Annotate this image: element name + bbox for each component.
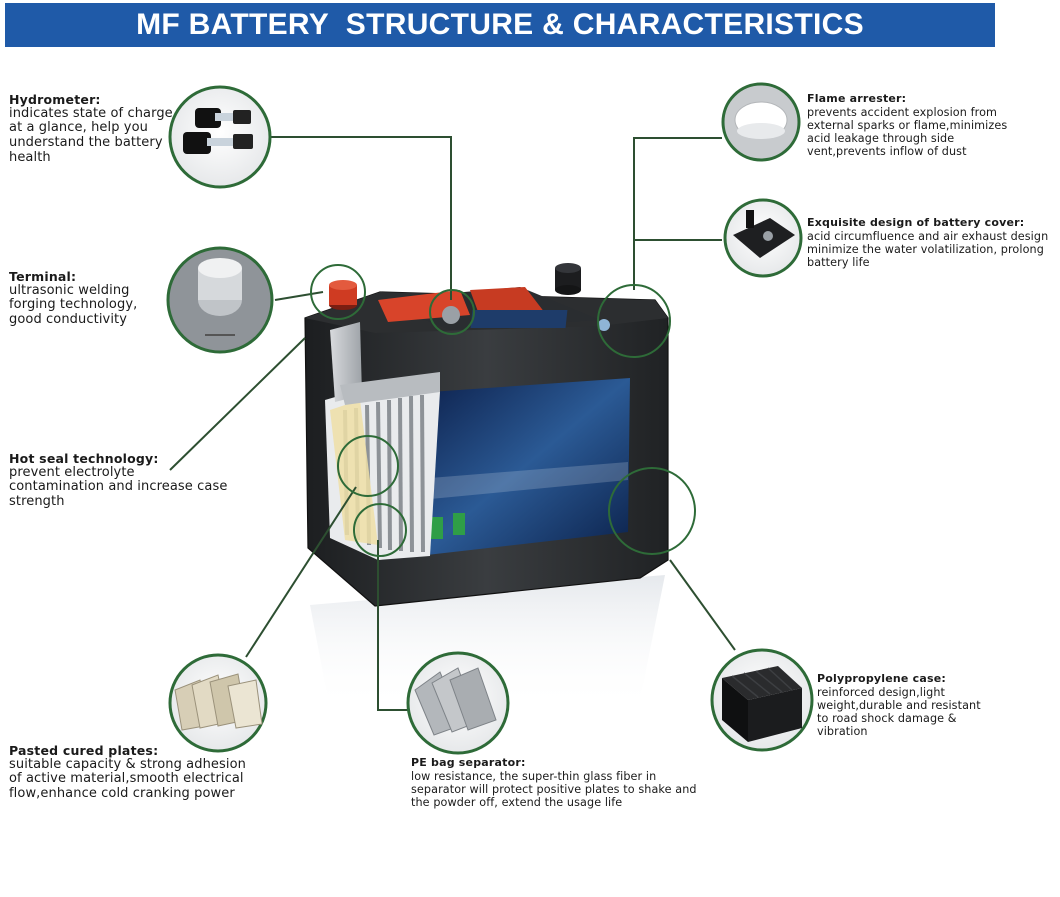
battery-cover-title: Exquisite design of battery cover: [807, 216, 1025, 229]
pasted-plates-label: Pasted cured plates: suitable capacity &… [9, 744, 269, 802]
title-banner: MF BATTERY STRUCTURE & CHARACTERISTICS [5, 3, 995, 47]
flame-arrester-bubble [721, 82, 801, 162]
battery-cover-label: Exquisite design of battery cover: acid … [807, 216, 1057, 269]
hydrometer-title: Hydrometer: [9, 92, 101, 107]
terminal-title: Terminal: [9, 269, 77, 284]
pe-separator-title: PE bag separator: [411, 756, 526, 769]
hydrometer-description: indicates state of charge at a glance, h… [9, 105, 173, 165]
pasted-plates-description: suitable capacity & strong adhesion of a… [9, 756, 247, 802]
pe-separator-description: low resistance, the super-thin glass fib… [411, 769, 697, 809]
flame-arrester-label: Flame arrester: prevents accident explos… [807, 92, 1047, 158]
terminal-description: ultrasonic welding forging technology, g… [9, 282, 138, 328]
floor-reflection [310, 575, 665, 710]
terminal-bubble [166, 246, 274, 354]
pasted-plates-title: Pasted cured plates: [9, 743, 159, 758]
battery-body [304, 263, 669, 607]
polypropylene-case-bubble [710, 648, 814, 752]
pasted-plates-bubble [168, 653, 268, 753]
hot-seal-description: prevent electrolyte contamination and in… [9, 464, 228, 510]
battery-cover-bubble [723, 198, 803, 278]
hydrometer-label: Hydrometer: indicates state of charge at… [9, 93, 179, 166]
hydrometer-bubble [168, 85, 272, 189]
terminal-label: Terminal: ultrasonic welding forging tec… [9, 270, 169, 328]
leader-lines [169, 136, 736, 711]
polypropylene-case-title: Polypropylene case: [817, 672, 946, 685]
pe-separator-label: PE bag separator: low resistance, the su… [411, 756, 711, 809]
flame-arrester-title: Flame arrester: [807, 92, 907, 105]
polypropylene-case-description: reinforced design,light weight,durable a… [817, 685, 981, 738]
detail-circles [310, 264, 696, 557]
pe-separator-bubble [406, 651, 510, 755]
battery-cover-description: acid circumfluence and air exhaust desig… [807, 229, 1049, 269]
hot-seal-title: Hot seal technology: [9, 451, 159, 466]
flame-arrester-description: prevents accident explosion from externa… [807, 105, 1008, 158]
polypropylene-case-label: Polypropylene case: reinforced design,li… [817, 672, 1017, 738]
hot-seal-label: Hot seal technology: prevent electrolyte… [9, 452, 249, 510]
page-title: MF BATTERY STRUCTURE & CHARACTERISTICS [136, 8, 864, 41]
